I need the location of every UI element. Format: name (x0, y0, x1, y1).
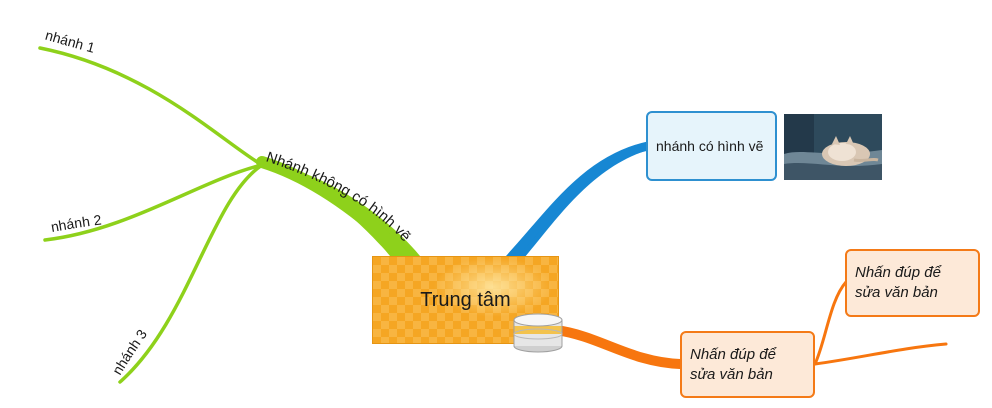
orange-subtopic-label: Nhấn đúp để sửa văn bản (855, 264, 941, 301)
branch-connector-nhanh-3 (118, 163, 264, 384)
branch-connector-green-main-stroke (256, 156, 411, 262)
orange-branch-topic[interactable]: Nhấn đúp để sửa văn bản (680, 331, 815, 398)
branch-connector-blue-stroke (507, 141, 653, 261)
orange-branch-label: Nhấn đúp để sửa văn bản (690, 345, 776, 383)
orange-subtopic[interactable]: Nhấn đúp để sửa văn bản (845, 249, 980, 317)
central-topic-label: Trung tâm (420, 288, 511, 311)
branch-connector-nhanh-1 (38, 46, 264, 167)
branch-connector-orange (551, 325, 685, 369)
branch-connector-orange-sub (813, 280, 848, 366)
image-branch-topic[interactable]: nhánh có hình vẽ (646, 111, 777, 181)
cat-photo-icon (784, 114, 882, 180)
branch-connector-blue (506, 144, 648, 258)
database-icon (513, 313, 563, 353)
central-topic-highlight (433, 257, 553, 317)
image-branch-label: nhánh có hình vẽ (656, 138, 764, 154)
branch-connector-orange-tail (813, 342, 948, 366)
branch-connector-nhanh-2 (43, 163, 264, 242)
branch-label-nhanh-3[interactable]: nhánh 3 (109, 326, 150, 377)
